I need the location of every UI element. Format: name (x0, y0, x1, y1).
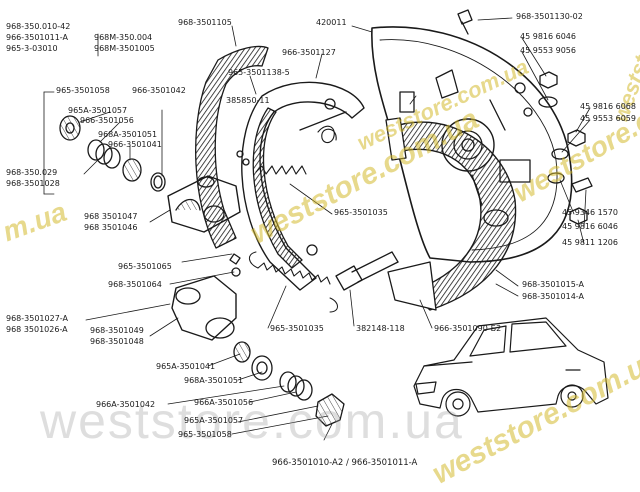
label-45-9816-6046-a: 45 9816 6046 (520, 32, 576, 41)
label-968a-3501051: 968A-3501051 (98, 130, 158, 139)
label-968-3501027-a: 968-3501027-A (6, 314, 68, 323)
label-965-3501065: 965-3501065 (118, 262, 172, 271)
bleeder-screw (457, 9, 473, 35)
brake-shoe-rear (385, 117, 517, 311)
leader-lines (43, 17, 591, 441)
label-966-3501127: 966-3501127 (282, 48, 336, 57)
label-968-3501049: 968-3501049 (90, 326, 144, 335)
wheel-cylinder-upper (167, 175, 241, 233)
hold-down-spring (299, 111, 347, 144)
adjuster-spring (255, 165, 307, 175)
label-965a-3501041: 965A-3501041 (156, 362, 216, 371)
label-420011: 420011 (316, 18, 347, 27)
label-45-9816-6068: 45 9816 6068 (580, 102, 636, 111)
diagram-drawing (43, 9, 609, 441)
label-968-3501028: 968-3501028 (6, 179, 60, 188)
label-968-3501026-a: 968 3501026-A (6, 325, 68, 334)
label-966a-3501056: 966A-3501056 (194, 398, 254, 407)
label-965-3501058-top: 965-3501058 (56, 86, 110, 95)
label-968a-3501051-low: 968A-3501051 (184, 376, 244, 385)
label-968-3501029: 968-350.029 (6, 168, 58, 177)
label-965-3501058-low: 965-3501058 (178, 430, 232, 439)
label-968-3501010-42: 968-350.010-42 (6, 22, 71, 31)
label-966-3501041: 966-3501041 (108, 140, 162, 149)
label-968-3501046: 968 3501046 (84, 223, 138, 232)
upper-cylinder-parts (59, 115, 250, 192)
label-966-3501090-b2: 966-3501090-Б2 (434, 324, 502, 333)
label-965a-3501057-top: 965A-3501057 (68, 106, 128, 115)
brake-assembly-diagram: weststore.com.ua weststore.com.ua westst… (0, 9, 640, 491)
label-968-3501064: 968-3501064 (108, 280, 162, 289)
label-382148-118: 382148-118 (356, 324, 405, 333)
lower-cylinder-parts (233, 341, 345, 427)
label-45-9816-6046-b: 45 9816 6046 (562, 222, 618, 231)
label-965-3501138-5: 965-3501138-5 (228, 68, 290, 77)
label-45-9553-9056: 45 9553 9056 (520, 46, 576, 55)
label-45-9346-1570: 45 9346 1570 (562, 208, 618, 217)
label-968-3501014-a: 968-3501014-A (522, 292, 584, 301)
label-965-3-03010: 965-3-03010 (6, 44, 58, 53)
label-968-3501105: 968-3501105 (178, 18, 232, 27)
label-45-9553-6059: 45 9553 6059 (580, 114, 636, 123)
label-968-3501130-02: 968-3501130-02 (516, 12, 583, 21)
label-45-9811-1206: 45 9811 1206 (562, 238, 618, 247)
return-spring-lower (249, 251, 338, 313)
wheel-cylinder-lower (171, 253, 241, 341)
label-965-3501035-low: 965-3501035 (270, 324, 324, 333)
label-968-3501048: 968-3501048 (90, 337, 144, 346)
label-968-3501015-a: 968-3501015-A (522, 280, 584, 289)
label-965-3501035-mid: 965-3501035 (334, 208, 388, 217)
brake-lining-strip (195, 45, 269, 249)
label-968m-3501004: 968M-350.004 (94, 33, 153, 42)
brake-shoe-front (241, 81, 365, 291)
label-385850-11: 385850-11 (226, 96, 270, 105)
fasteners-right (538, 71, 593, 225)
label-968-3501047: 968 3501047 (84, 212, 138, 221)
label-968m-3501005: 968M-3501005 (94, 44, 155, 53)
label-966a-3501042: 966A-3501042 (96, 400, 156, 409)
bolt (335, 251, 399, 291)
car-illustration (413, 317, 609, 417)
label-966-3501042: 966-3501042 (132, 86, 186, 95)
label-966-3501056: 966-3501056 (80, 116, 134, 125)
label-966-3501011-a: 966-3501011-A (6, 33, 68, 42)
label-965a-3501057-low: 965A-3501057 (184, 416, 244, 425)
label-assembly-bottom: 966-3501010-A2 / 966-3501011-A (272, 458, 418, 468)
